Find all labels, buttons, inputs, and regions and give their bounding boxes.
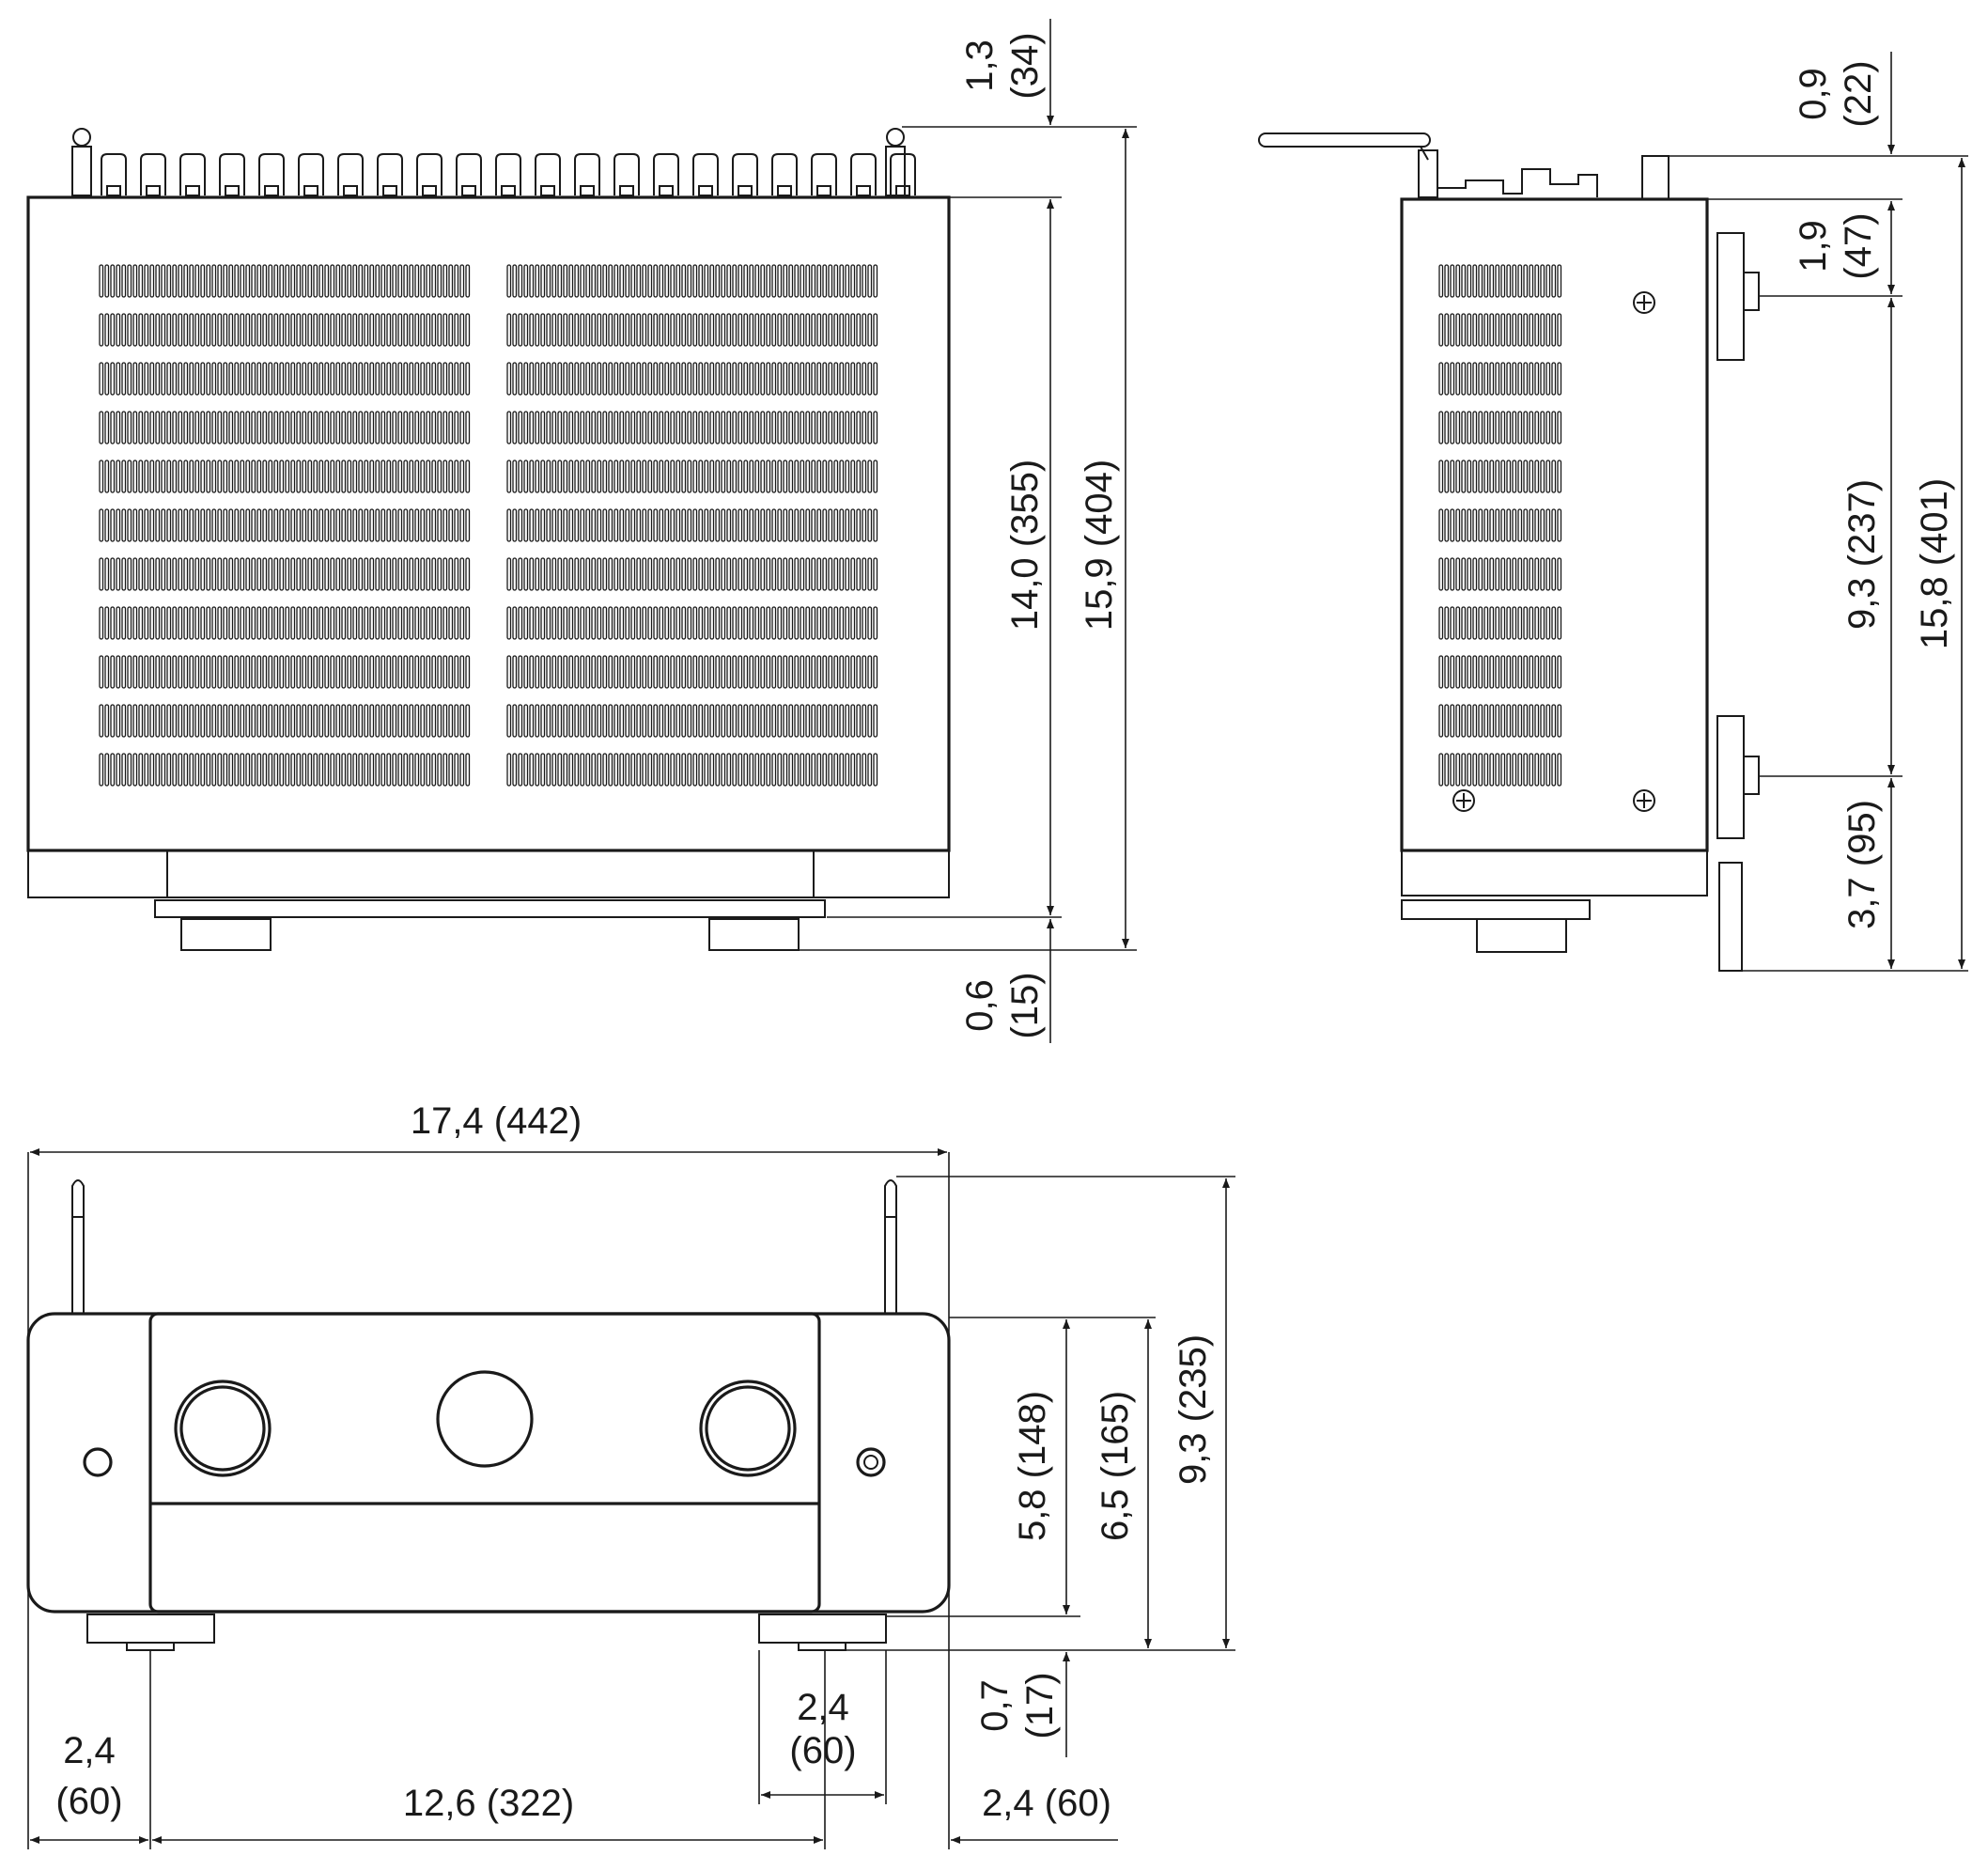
- dim-side-antenna-in: 0,9: [1793, 68, 1834, 120]
- screw-2-icon: [1452, 789, 1475, 812]
- display-center-icon: [436, 1370, 534, 1468]
- side-front-trim: [1401, 899, 1591, 920]
- dim-side-feet-spacing: 9,3 (237): [1841, 479, 1883, 630]
- rear-terminals: [101, 153, 916, 196]
- foot-left: [180, 918, 272, 951]
- antenna-horizontal: [1258, 133, 1431, 148]
- front-panel-center: [166, 850, 815, 898]
- dim-side-upper-in: 1,9: [1793, 220, 1834, 273]
- dim-right-offset: 2,4 (60): [982, 1783, 1111, 1824]
- antenna-right-base: [885, 146, 906, 196]
- side-bracket-upper: [1716, 232, 1745, 361]
- dim-total-depth: 15,9 (404): [1079, 460, 1120, 631]
- front-antenna-left-icon: [71, 1179, 85, 1314]
- dim-body-height: 5,8 (148): [1012, 1391, 1053, 1541]
- dim-width: 17,4 (442): [411, 1100, 582, 1142]
- top-chassis: [26, 195, 951, 852]
- dim-side-upper-mm: (47): [1838, 212, 1879, 279]
- dim-left-offset-mm: (60): [55, 1781, 122, 1822]
- knob-right-icon: [699, 1380, 797, 1477]
- dim-feet-height-mm: (17): [1019, 1672, 1061, 1738]
- side-bracket-lower: [1716, 715, 1745, 839]
- dim-total-height: 9,3 (235): [1173, 1334, 1214, 1485]
- front-center-panel: [148, 1312, 821, 1614]
- rear-connectors-side: [1437, 168, 1598, 197]
- power-button-icon: [83, 1447, 113, 1477]
- dim-side-front-foot: 3,7 (95): [1841, 800, 1883, 929]
- front-trim: [154, 899, 826, 918]
- dim-height-with-feet: 6,5 (165): [1095, 1391, 1136, 1541]
- side-front-panel: [1401, 850, 1708, 897]
- front-foot-left: [86, 1614, 215, 1644]
- side-view: 0,9 (22) 1,9 (47) 9,3 (237) 3,7 (95) 15,…: [1258, 52, 1968, 972]
- knob-left-icon: [174, 1380, 272, 1477]
- front-chassis: [26, 1312, 951, 1614]
- ventilation-slots-left: [99, 264, 471, 787]
- antenna-right-icon: [886, 128, 905, 147]
- dim-left-offset-in: 2,4: [63, 1730, 116, 1771]
- dim-foot-width-mm: (60): [789, 1730, 856, 1771]
- front-view: 17,4 (442) 5,8 (148) 6,5 (165) 9,3 (235)…: [26, 1100, 1235, 1849]
- dim-feet-height-in: 0,7: [974, 1679, 1016, 1732]
- screw-1-icon: [1633, 291, 1655, 314]
- antenna-base-side: [1418, 149, 1438, 198]
- dim-body-depth: 14,0 (355): [1004, 460, 1046, 631]
- side-foot: [1476, 918, 1567, 953]
- dim-feet-spacing: 12,6 (322): [403, 1783, 574, 1824]
- top-view: 1,3 (34) 14,0 (355) 15,9 (404) 0,6 (15): [26, 19, 1137, 1043]
- dim-antenna-mm: (34): [1004, 32, 1046, 99]
- foot-right: [708, 918, 800, 951]
- antenna-left-base: [71, 146, 92, 196]
- front-foot-right: [758, 1614, 887, 1644]
- ventilation-slots-right: [506, 264, 878, 787]
- side-bracket-bottom: [1718, 862, 1743, 972]
- screw-3-icon: [1633, 789, 1655, 812]
- dim-antenna-in: 1,3: [959, 39, 1001, 92]
- side-ventilation-slots: [1438, 264, 1562, 787]
- antenna-right-side: [1641, 155, 1670, 200]
- antenna-left-icon: [72, 128, 91, 147]
- front-antenna-right-icon: [884, 1179, 897, 1314]
- dim-foot-width-in: 2,4: [797, 1687, 849, 1728]
- dim-feet-in: 0,6: [959, 979, 1001, 1032]
- dim-feet-mm: (15): [1004, 972, 1046, 1038]
- dim-side-antenna-mm: (22): [1838, 60, 1879, 127]
- dim-side-total: 15,8 (401): [1914, 478, 1955, 649]
- headphone-jack-icon: [856, 1447, 886, 1477]
